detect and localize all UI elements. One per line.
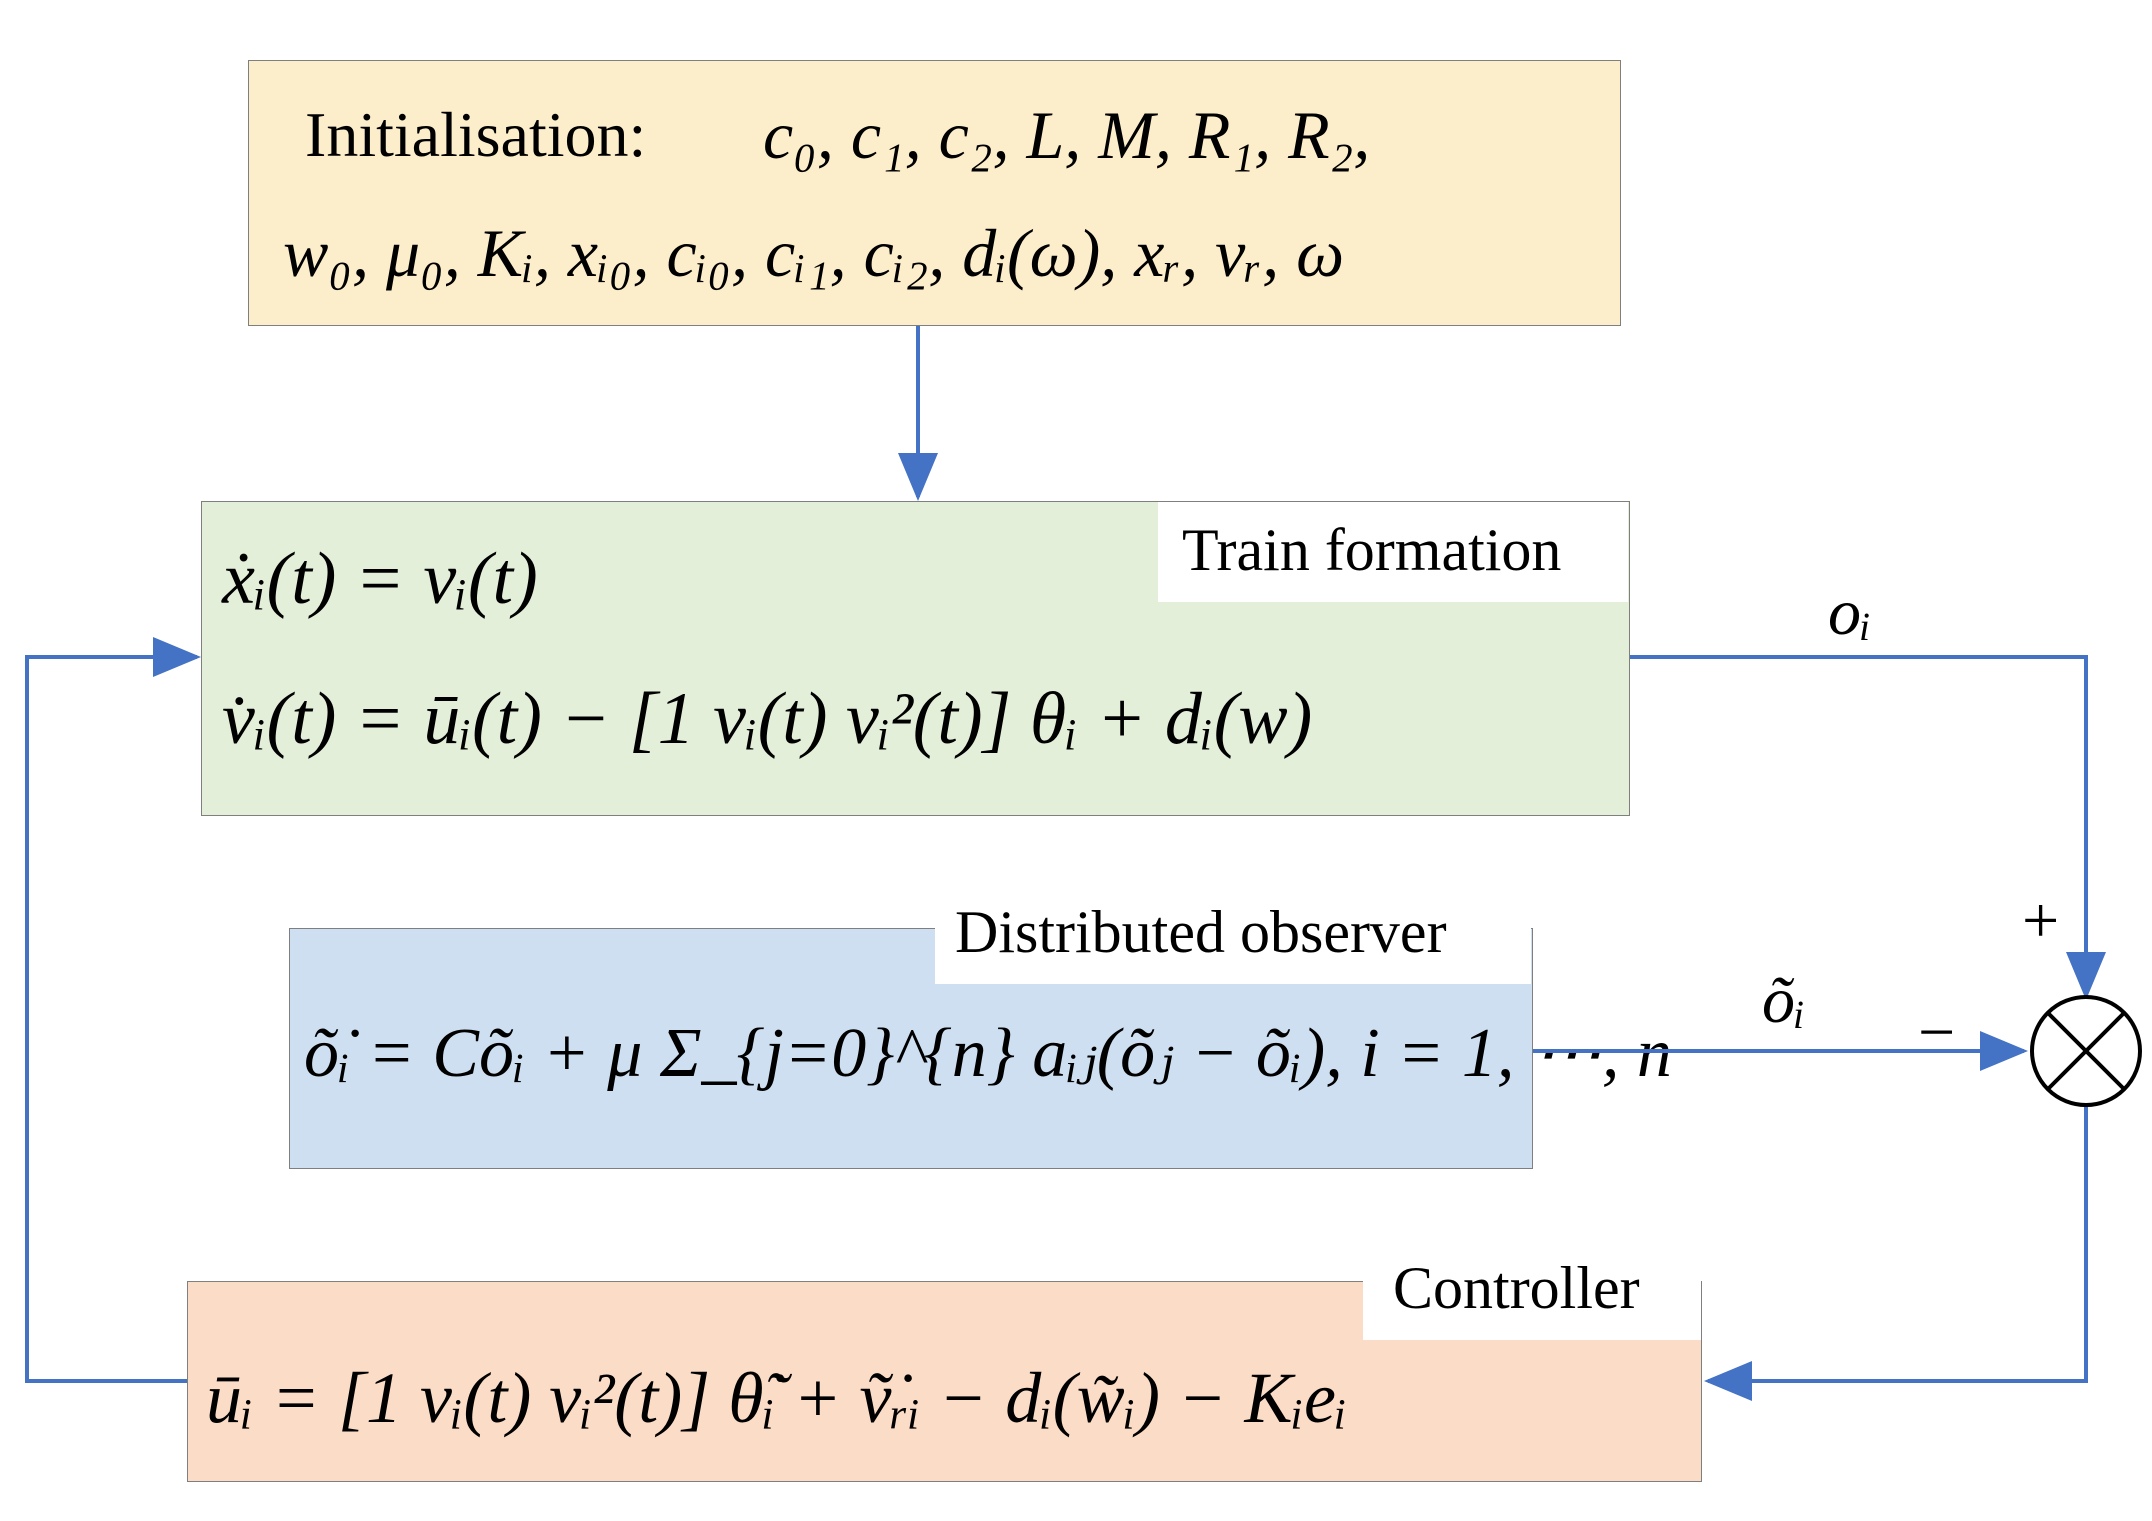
- initialisation-params-line1: c₀, c₁, c₂, L, M, R₁, R₂,: [763, 97, 1371, 173]
- initialisation-label: Initialisation:: [305, 99, 647, 170]
- controller-title: Controller: [1363, 1240, 1701, 1340]
- train-equation-velocity: v̇ᵢ(t) = ūᵢ(t) − [1 vᵢ(t) vᵢ²(t)] θᵢ + d…: [222, 678, 1313, 760]
- train-formation-title: Train formation: [1158, 502, 1628, 602]
- estimate-signal-label: õᵢ: [1762, 964, 1806, 1037]
- arrow-junction-to-controller: [1704, 1106, 2088, 1401]
- initialisation-params-line2: w₀, μ₀, Kᵢ, xᵢ₀, cᵢ₀, cᵢ₁, cᵢ₂, dᵢ(ω), x…: [283, 215, 1345, 291]
- arrow-output-to-junction: [1630, 655, 2106, 1000]
- controller-equation: ūᵢ = [1 vᵢ(t) vᵢ²(t)] θ̃̇ᵢ + ṽ̇ᵣᵢ − dᵢ(w…: [206, 1358, 1348, 1438]
- initialisation-box: Initialisation: c₀, c₁, c₂, L, M, R₁, R₂…: [248, 60, 1621, 326]
- arrow-controller-to-train: [25, 637, 201, 1383]
- summing-junction-icon: [2030, 995, 2142, 1107]
- distributed-observer-box: õ̇ᵢ = Cõᵢ + μ Σ_{j=0}^{n} aᵢⱼ(õⱼ − õᵢ), …: [289, 928, 1672, 1169]
- minus-sign: −: [1918, 996, 1956, 1069]
- observer-equation: õ̇ᵢ = Cõᵢ + μ Σ_{j=0}^{n} aᵢⱼ(õⱼ − õᵢ), …: [304, 1015, 1672, 1092]
- train-equation-position: ẋᵢ(t) = vᵢ(t): [222, 538, 538, 620]
- output-signal-label: oᵢ: [1828, 576, 1872, 649]
- distributed-observer-title: Distributed observer: [935, 888, 1531, 984]
- plus-sign: +: [2022, 884, 2060, 957]
